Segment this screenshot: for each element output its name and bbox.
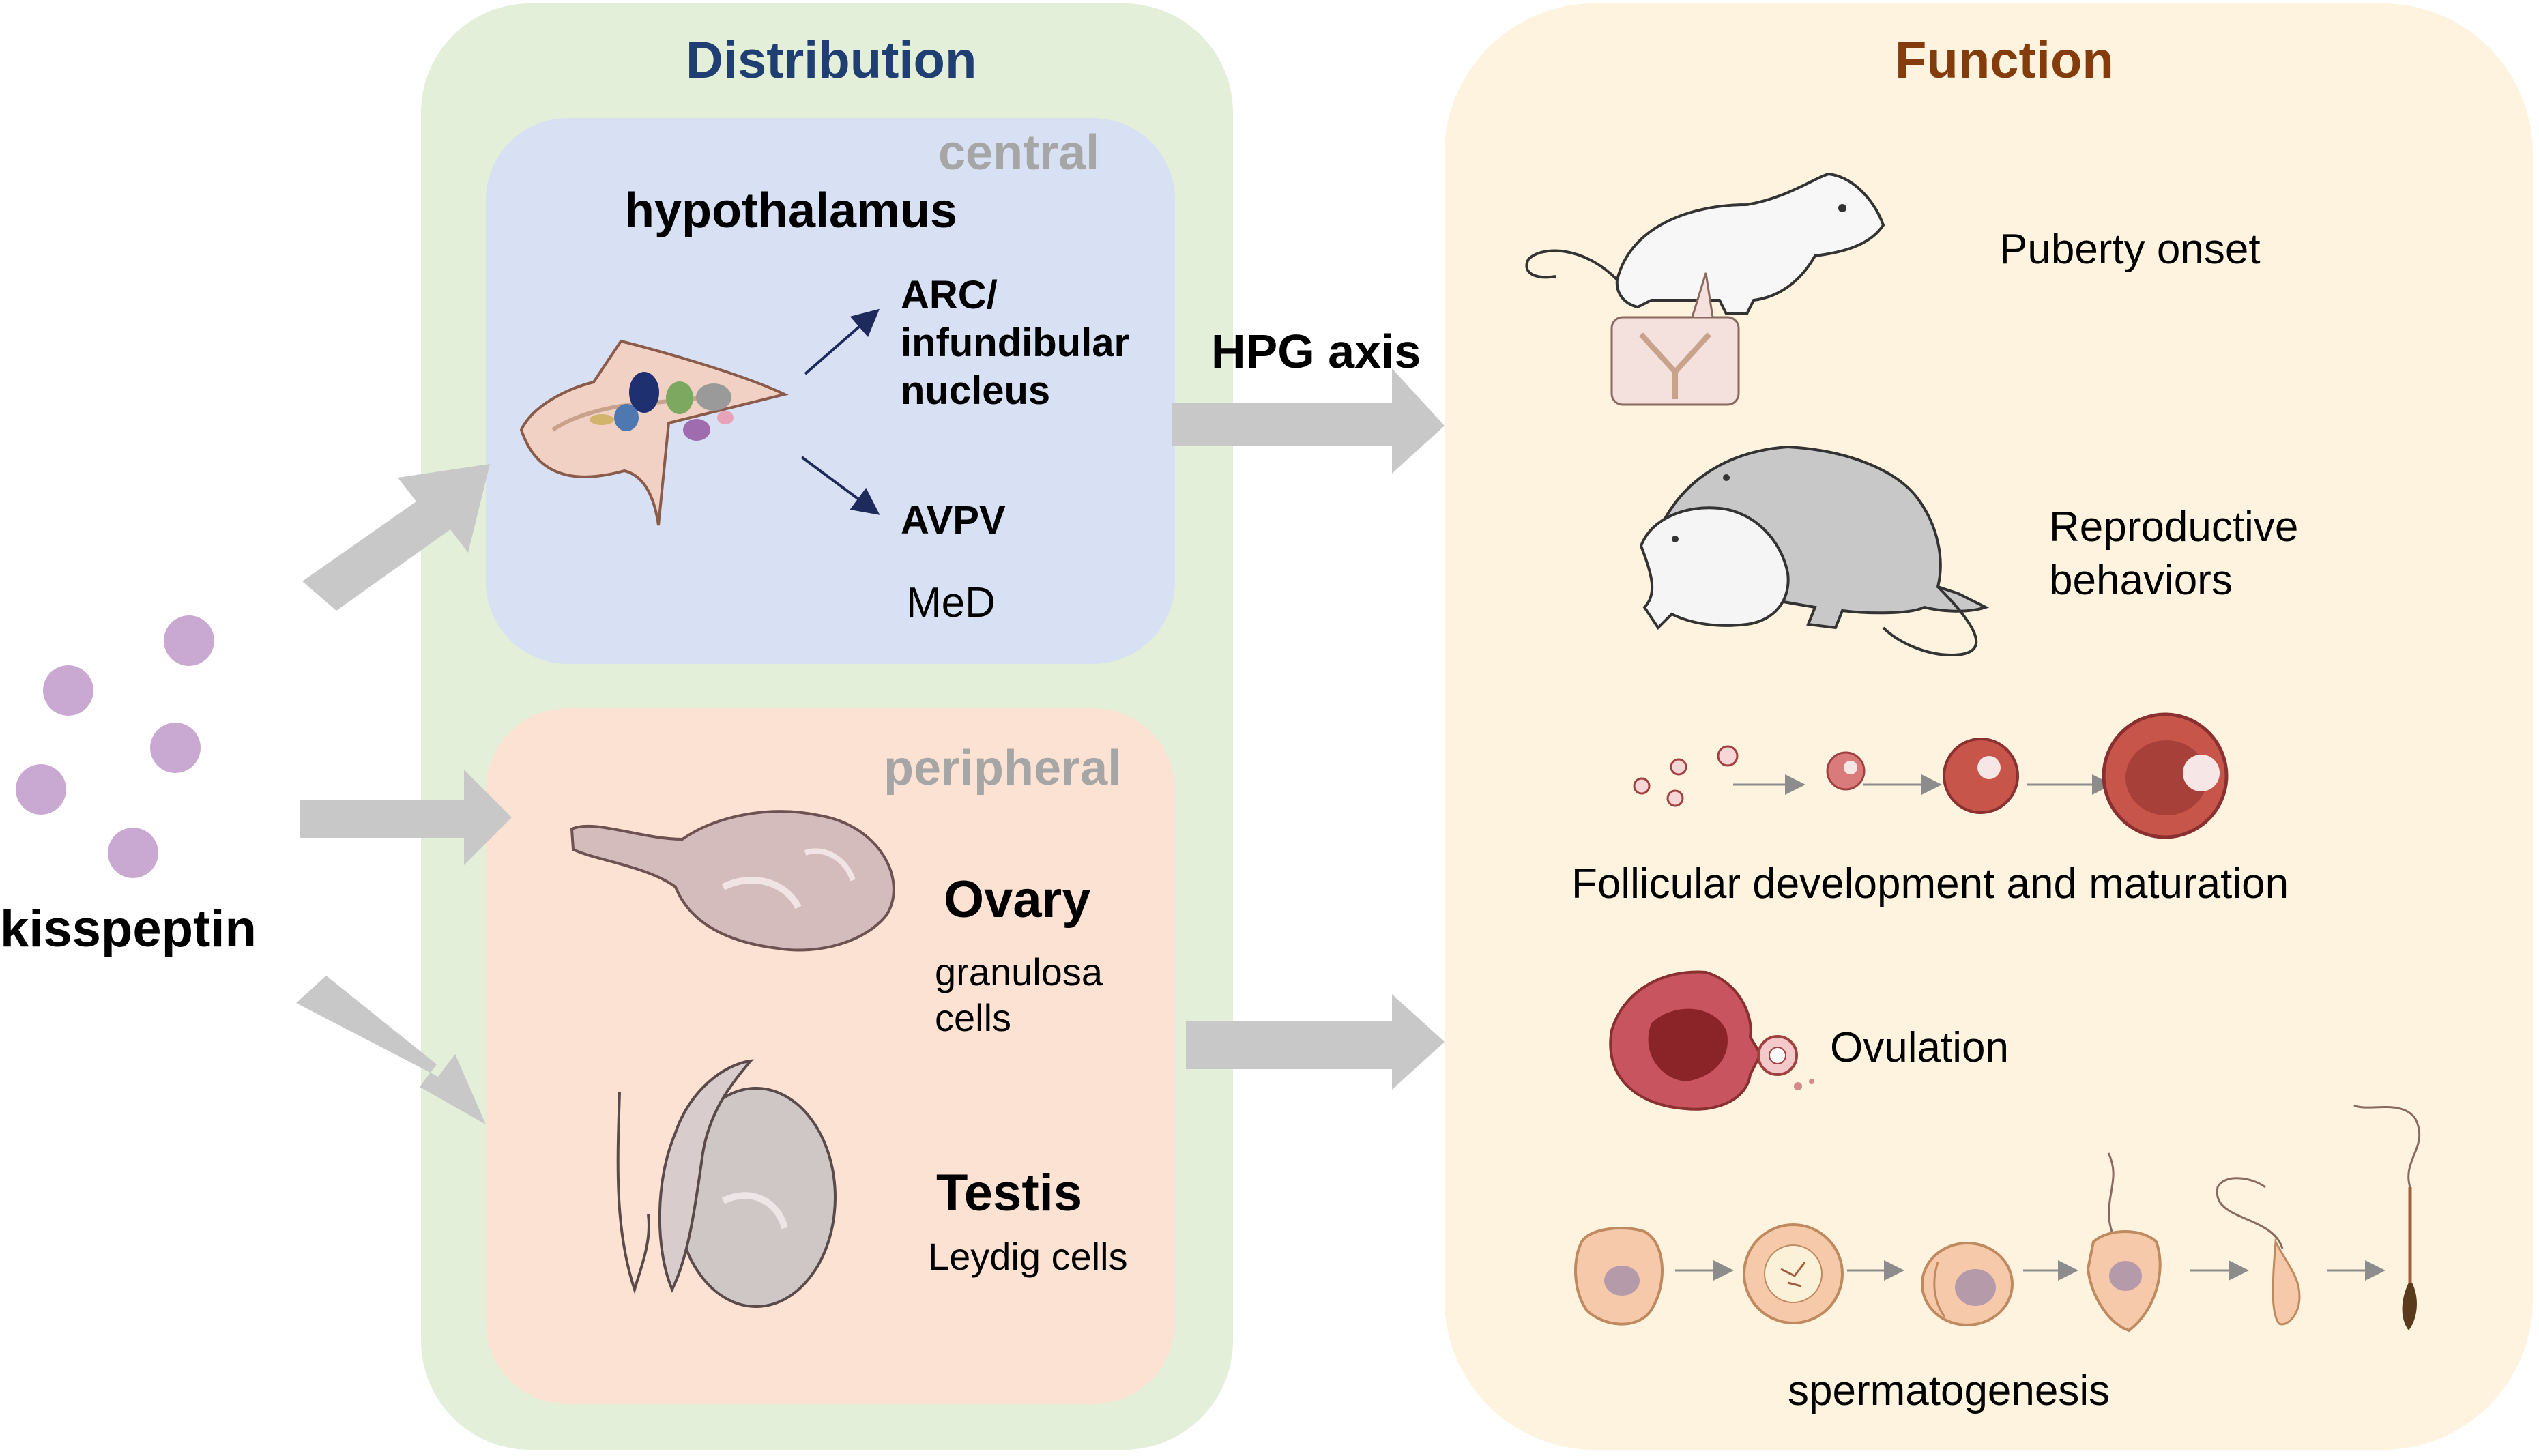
arc-label-line-3: nucleus	[901, 368, 1051, 413]
puberty-onset-label: Puberty onset	[1999, 226, 2261, 273]
peripheral-title: peripheral	[884, 741, 1122, 796]
ovary-label: Ovary	[944, 871, 1091, 929]
reproductive-label-line-1: Reproductive	[2049, 504, 2299, 551]
kisspeptin-dot	[150, 723, 201, 773]
arrow-kisspeptin-to-central	[302, 464, 490, 611]
puberty-rat-icon	[1525, 172, 1885, 406]
arc-label-line-2: infundibular	[901, 321, 1130, 365]
ovulation-label: Ovulation	[1830, 1024, 2009, 1071]
kisspeptin-dot	[108, 828, 158, 878]
kisspeptin-label: kisspeptin	[0, 900, 257, 958]
arrow-hpg-axis	[1172, 368, 1445, 474]
testis-illustration	[616, 1059, 837, 1308]
central-panel	[486, 118, 1175, 664]
spermatogenesis-label: spermatogenesis	[1788, 1367, 2110, 1414]
follicular-label: Follicular development and maturation	[1571, 860, 2289, 907]
arrow-kisspeptin-to-ovary	[300, 770, 512, 865]
central-title: central	[938, 126, 1100, 180]
granulosa-label-line-1: granulosa	[935, 950, 1103, 993]
arrow-to-arc	[804, 308, 880, 375]
arrow-kisspeptin-to-testis	[296, 976, 486, 1124]
peripheral-panel	[486, 708, 1175, 1404]
follicle-development-icon	[1633, 712, 2229, 839]
ovary-illustration	[570, 810, 895, 952]
reproductive-behavior-rats-icon	[1639, 445, 1990, 657]
hypothalamus-label: hypothalamus	[624, 184, 958, 238]
avpv-label: AVPV	[901, 498, 1006, 542]
hpg-axis-label: HPG axis	[1211, 325, 1421, 378]
kisspeptin-dot	[16, 764, 66, 815]
arrow-peripheral-to-function	[1186, 994, 1445, 1090]
med-label: MeD	[906, 579, 996, 626]
leydig-label: Leydig cells	[928, 1235, 1128, 1278]
kisspeptin-dot	[43, 665, 93, 716]
ovulation-icon	[1609, 970, 1814, 1111]
distribution-title: Distribution	[686, 31, 977, 89]
kisspeptin-dot	[164, 615, 214, 666]
reproductive-label-line-2: behaviors	[2049, 557, 2233, 604]
arc-label-line-1: ARC/	[901, 273, 998, 317]
function-title: Function	[1895, 31, 2114, 89]
testis-label: Testis	[936, 1164, 1083, 1222]
granulosa-label-line-2: cells	[935, 996, 1012, 1039]
spermatogenesis-icon	[1573, 1104, 2421, 1333]
arrow-to-avpv	[800, 456, 880, 515]
kisspeptin-molecules	[16, 615, 214, 878]
hypothalamus-illustration	[519, 339, 789, 526]
